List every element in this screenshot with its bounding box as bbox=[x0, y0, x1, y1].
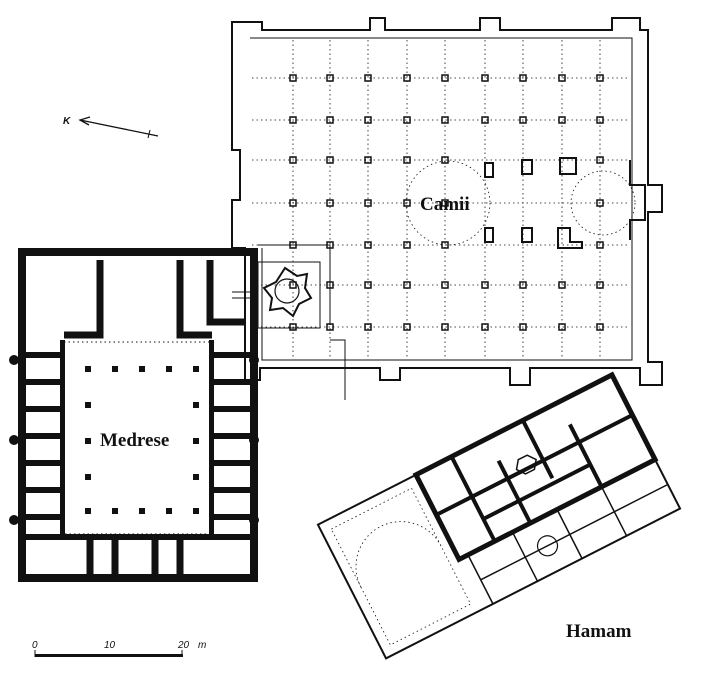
bath-cold-room-vaults bbox=[330, 487, 472, 646]
portico bbox=[258, 244, 346, 400]
column bbox=[85, 366, 91, 372]
cell-wall bbox=[26, 379, 64, 385]
north-label: K bbox=[63, 116, 71, 127]
column bbox=[193, 508, 199, 514]
column bbox=[139, 366, 145, 372]
buttress bbox=[249, 355, 259, 365]
cell-wall bbox=[210, 460, 250, 466]
madrasa-cells bbox=[9, 340, 259, 540]
cell-wall bbox=[26, 433, 64, 439]
column bbox=[441, 281, 449, 289]
bath-warm-rooms bbox=[467, 483, 669, 605]
column bbox=[289, 199, 297, 207]
column bbox=[139, 508, 145, 514]
column bbox=[193, 438, 199, 444]
bath-warm-dome bbox=[536, 535, 559, 557]
scale-tick-20: 20 bbox=[177, 640, 190, 651]
cell-front-wall bbox=[26, 534, 254, 540]
column bbox=[193, 474, 199, 480]
north-arrow bbox=[78, 116, 159, 139]
cell-wall bbox=[210, 406, 250, 412]
bath-rooms bbox=[435, 413, 634, 543]
cell-wall bbox=[26, 406, 64, 412]
column bbox=[85, 402, 91, 408]
buttress bbox=[249, 515, 259, 525]
column bbox=[166, 366, 172, 372]
buttress bbox=[9, 435, 19, 445]
column bbox=[112, 366, 118, 372]
mihrab-dome-outline bbox=[570, 170, 636, 236]
mosque-inner-wall bbox=[250, 37, 633, 361]
cell-front-wall bbox=[60, 340, 65, 540]
column bbox=[85, 508, 91, 514]
scale-tick-0: 0 bbox=[32, 640, 38, 651]
label-medrese: Medrese bbox=[100, 430, 169, 451]
column bbox=[193, 402, 199, 408]
cell-wall bbox=[210, 433, 250, 439]
dome-outline bbox=[405, 160, 491, 246]
cell-wall bbox=[26, 460, 64, 466]
scale-unit: m bbox=[198, 640, 206, 651]
column bbox=[441, 74, 449, 82]
pier bbox=[484, 157, 583, 249]
column bbox=[85, 474, 91, 480]
column bbox=[403, 74, 411, 82]
madrasa-entrance bbox=[86, 540, 184, 578]
bath-central-octagon bbox=[515, 454, 537, 475]
madrasa-plan bbox=[9, 248, 259, 582]
buttress bbox=[249, 435, 259, 445]
label-camii: Camii bbox=[420, 194, 470, 215]
buttress bbox=[9, 515, 19, 525]
buttress bbox=[9, 355, 19, 365]
column bbox=[193, 366, 199, 372]
cell-front-wall bbox=[209, 340, 214, 540]
scale-tick-10: 10 bbox=[104, 640, 116, 651]
scale-bar bbox=[34, 650, 183, 657]
column bbox=[558, 281, 566, 289]
madrasa-columns bbox=[85, 366, 199, 514]
cell-wall bbox=[210, 487, 250, 493]
cell-wall bbox=[26, 487, 64, 493]
bath-plan bbox=[316, 371, 682, 660]
column bbox=[112, 508, 118, 514]
madrasa-outer-wall bbox=[18, 248, 258, 582]
madrasa-front-rooms bbox=[64, 260, 245, 339]
label-hamam: Hamam bbox=[566, 621, 632, 642]
column bbox=[403, 281, 411, 289]
mihrab bbox=[629, 160, 646, 240]
cell-wall bbox=[210, 514, 250, 520]
column bbox=[85, 438, 91, 444]
cell-wall bbox=[26, 514, 64, 520]
cell-wall bbox=[210, 379, 250, 385]
column bbox=[558, 74, 566, 82]
cell-wall bbox=[210, 352, 250, 358]
cell-wall bbox=[26, 352, 64, 358]
column bbox=[166, 508, 172, 514]
